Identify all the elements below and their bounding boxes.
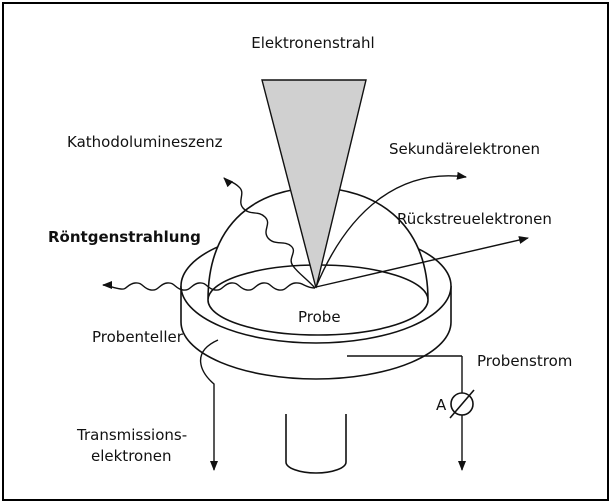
backscatter-label: Rückstreuelektronen xyxy=(397,210,552,228)
secondary-electrons-label: Sekundärelektronen xyxy=(389,140,540,158)
holder-label: Probenteller xyxy=(92,328,184,346)
transmission-label-line2: elektronen xyxy=(91,447,171,465)
sample-label: Probe xyxy=(298,308,341,326)
cathodoluminescence-label: Kathodolumineszenz xyxy=(67,133,223,151)
sample-stub-pin xyxy=(286,414,346,473)
current-label: Probenstrom xyxy=(477,352,572,370)
ammeter-label: A xyxy=(436,396,447,414)
beam-label: Elektronenstrahl xyxy=(251,34,374,52)
xray-label: Röntgenstrahlung xyxy=(48,228,201,246)
transmission-label-line1: Transmissions- xyxy=(76,426,187,444)
